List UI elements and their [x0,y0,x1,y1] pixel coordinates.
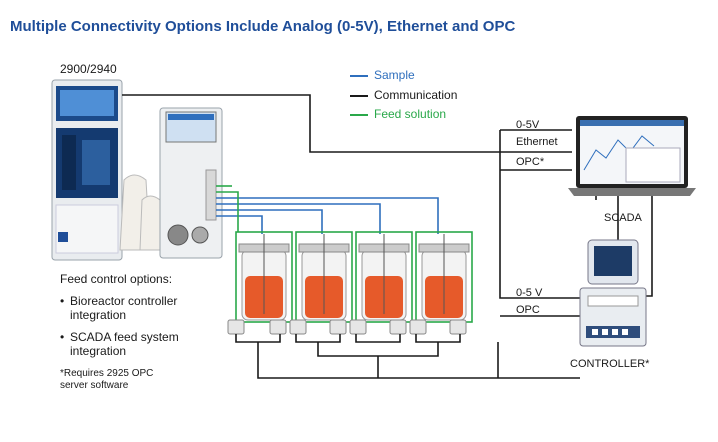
scada-port-analog: 0-5V [516,119,540,131]
scada-label: SCADA [604,212,642,224]
legend-communication: Communication [350,88,457,102]
legend-sample-swatch [350,74,368,77]
analyzer-instrument-icon [51,79,123,261]
legend-feed-swatch [350,113,368,116]
feed-module-icon [159,107,223,259]
feed-lines [216,185,473,323]
scada-port-ethernet: Ethernet [516,136,558,148]
controller-icon [579,239,647,347]
bullet-dot: • [60,330,65,344]
communication-lines [122,94,653,379]
legend-communication-swatch [350,94,368,97]
bioreactor-icon [238,234,470,321]
feed-option-bioreactor-text: Bioreactor controller integration [70,294,178,322]
feed-option-scada-text: SCADA feed system integration [70,330,179,358]
controller-port-opc: OPC [516,304,540,316]
analyzer-model-label: 2900/2940 [60,62,117,76]
legend-feed: Feed solution [350,107,446,121]
scada-port-opc: OPC* [516,156,545,168]
legend-communication-label: Communication [374,88,458,102]
controller-label: CONTROLLER* [570,358,650,370]
sample-lines [216,197,439,234]
feed-options-title: Feed control options: [60,272,173,286]
controller-port-analog: 0-5 V [516,287,543,299]
legend-sample: Sample [350,68,415,82]
bullet-dot: • [60,294,65,308]
laptop-icon [568,116,696,196]
feed-option-scada: • SCADA feed system integration [60,330,220,358]
feed-option-bioreactor: • Bioreactor controller integration [60,294,220,322]
legend-feed-label: Feed solution [374,107,447,121]
page-title: Multiple Connectivity Options Include An… [10,18,516,35]
feed-bag-icon [119,174,163,251]
legend-sample-label: Sample [374,68,415,82]
footnote: *Requires 2925 OPC server software [60,368,154,391]
